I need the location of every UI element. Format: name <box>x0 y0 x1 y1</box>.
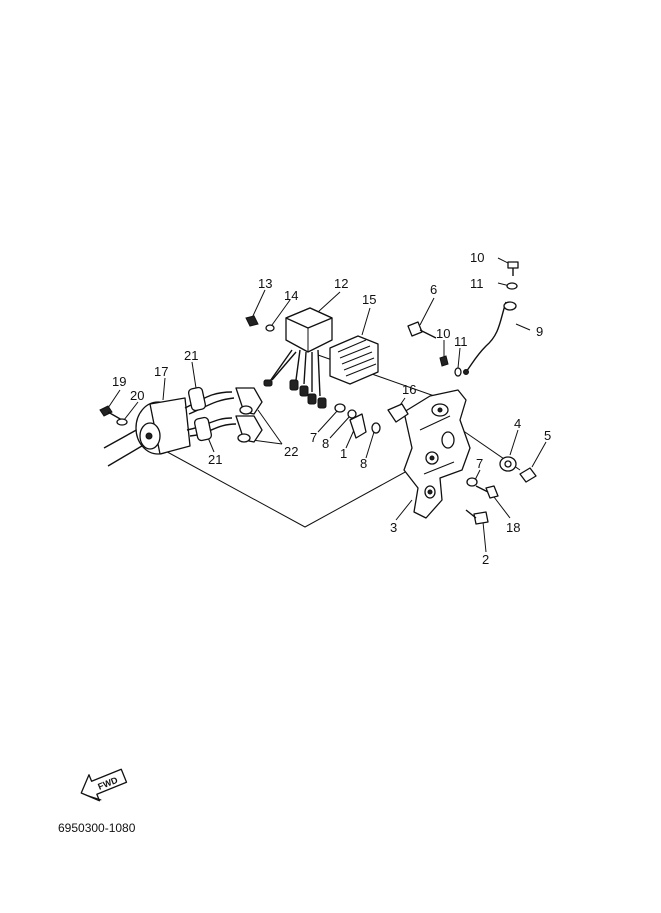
washer-11-top <box>506 282 518 290</box>
screw-10-top <box>507 261 519 276</box>
callout-14: 14 <box>284 288 298 303</box>
figure-code: 6950300-1080 <box>58 821 136 835</box>
nut-7-left <box>334 403 346 413</box>
callout-11-mid: 11 <box>454 334 468 349</box>
callout-22: 22 <box>284 444 298 459</box>
callout-19: 19 <box>112 374 126 389</box>
callout-21-top: 21 <box>184 348 198 363</box>
callout-13: 13 <box>258 276 272 291</box>
callout-4: 4 <box>514 416 521 431</box>
nut-7-right <box>466 477 478 487</box>
bolt-6 <box>407 321 437 339</box>
washer-20 <box>116 418 128 426</box>
callout-1: 1 <box>340 446 347 461</box>
bracket-3 <box>403 389 471 519</box>
callout-17: 17 <box>154 364 168 379</box>
callout-9: 9 <box>536 324 543 339</box>
callout-5: 5 <box>544 428 551 443</box>
holder-1 <box>349 413 367 439</box>
screw-13 <box>245 315 259 327</box>
callout-10-mid: 10 <box>436 326 450 341</box>
callout-8-right: 8 <box>360 456 367 471</box>
callout-10-top: 10 <box>470 250 484 265</box>
washer-8-left <box>347 409 357 419</box>
washer-14 <box>265 324 275 332</box>
bolt-18 <box>475 485 499 499</box>
collar-16 <box>387 403 409 423</box>
callout-3: 3 <box>390 520 397 535</box>
callout-18: 18 <box>506 520 520 535</box>
callout-8-left: 8 <box>322 436 329 451</box>
callout-6: 6 <box>430 282 437 297</box>
rectifier-regulator <box>329 335 379 385</box>
callout-20: 20 <box>130 388 144 403</box>
callout-15: 15 <box>362 292 376 307</box>
callout-7-right: 7 <box>476 456 483 471</box>
washer-8-right <box>371 422 381 434</box>
callout-2: 2 <box>482 552 489 567</box>
callout-16: 16 <box>402 382 416 397</box>
callouts: 10 11 9 13 12 14 15 6 10 11 21 17 19 20 … <box>112 250 551 567</box>
callout-12: 12 <box>334 276 348 291</box>
grommet-4 <box>499 456 517 472</box>
callout-11-top: 11 <box>470 276 484 291</box>
fwd-arrow-icon: FWD <box>80 768 128 802</box>
callout-7-left: 7 <box>310 430 317 445</box>
screw-19 <box>99 405 123 421</box>
bolt-2 <box>465 509 489 525</box>
ground-lead-9 <box>463 301 517 375</box>
screw-10-mid <box>439 355 449 367</box>
callout-21-bottom: 21 <box>208 452 222 467</box>
ignition-coil <box>103 386 263 467</box>
bolt-5 <box>519 467 537 483</box>
washer-11-mid <box>454 367 462 377</box>
cdi-unit <box>263 307 333 409</box>
